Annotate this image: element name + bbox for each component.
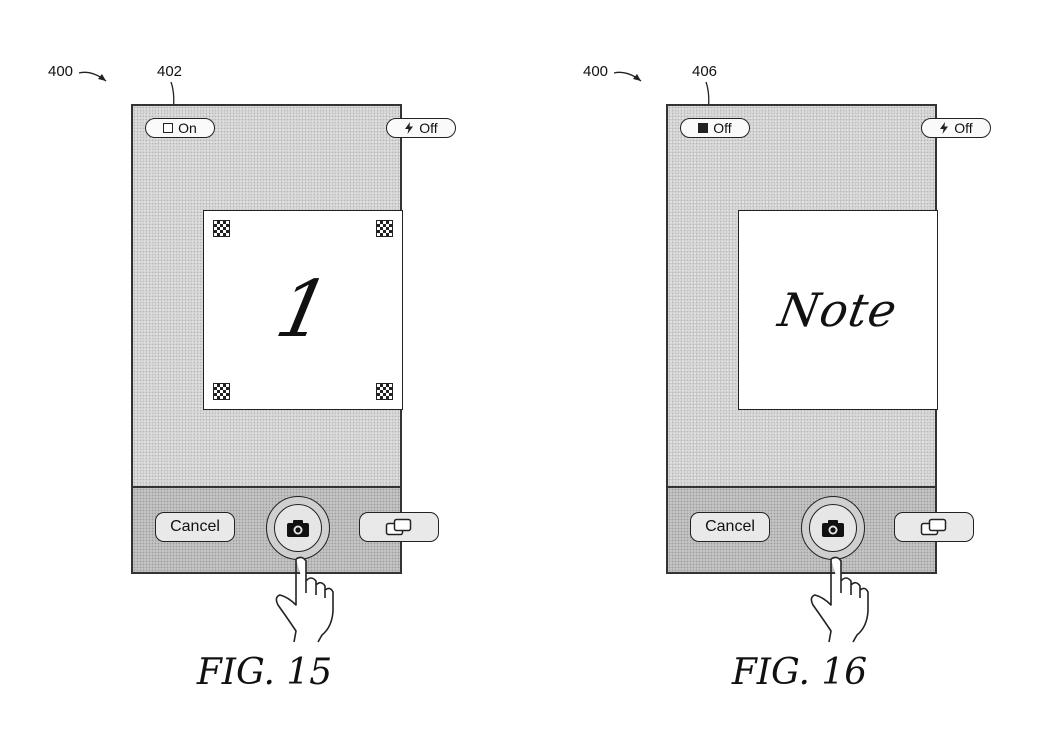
gallery-button[interactable] (894, 512, 974, 542)
gallery-icon (385, 518, 413, 536)
figure-16: 400 406 Off Off Note Cancel (535, 0, 1058, 737)
shutter-inner-ring (809, 504, 857, 552)
cancel-button[interactable]: Cancel (155, 512, 235, 542)
square-checkbox-icon (163, 123, 173, 133)
viewfinder-document: 1 (203, 210, 403, 410)
flash-icon (939, 122, 949, 134)
shutter-button[interactable] (801, 496, 865, 560)
flash-label: Off (954, 120, 972, 136)
flash-icon (404, 122, 414, 134)
flash-toggle[interactable]: Off (386, 118, 456, 138)
phone-screen: On Off 1 Cancel (131, 104, 402, 574)
shutter-button[interactable] (266, 496, 330, 560)
shutter-inner-ring (274, 504, 322, 552)
gallery-icon (920, 518, 948, 536)
handwritten-content: Note (722, 211, 955, 409)
camera-icon (286, 519, 310, 538)
gallery-button[interactable] (359, 512, 439, 542)
flash-label: Off (419, 120, 437, 136)
phone-screen: Off Off Note Cancel (666, 104, 937, 574)
leader-400-arrowhead (98, 74, 106, 81)
hand-pointer-icon (268, 553, 348, 643)
camera-icon (821, 519, 845, 538)
camera-toolbar: Cancel (668, 486, 935, 572)
square-checkbox-icon (698, 123, 708, 133)
document-mode-toggle[interactable]: Off (680, 118, 750, 138)
handwritten-content: 1 (183, 211, 423, 409)
leader-400-arrowhead (633, 74, 641, 81)
figure-caption: FIG. 15 (0, 652, 529, 693)
flash-toggle[interactable]: Off (921, 118, 991, 138)
viewfinder-document: Note (738, 210, 938, 410)
document-mode-label: Off (713, 120, 731, 136)
figure-caption: FIG. 16 (535, 652, 1058, 693)
camera-toolbar: Cancel (133, 486, 400, 572)
document-mode-label: On (178, 120, 197, 136)
document-mode-toggle[interactable]: On (145, 118, 215, 138)
figure-15: 400 402 On Off 1 Cancel (0, 0, 529, 737)
cancel-button[interactable]: Cancel (690, 512, 770, 542)
hand-pointer-icon (803, 553, 883, 643)
